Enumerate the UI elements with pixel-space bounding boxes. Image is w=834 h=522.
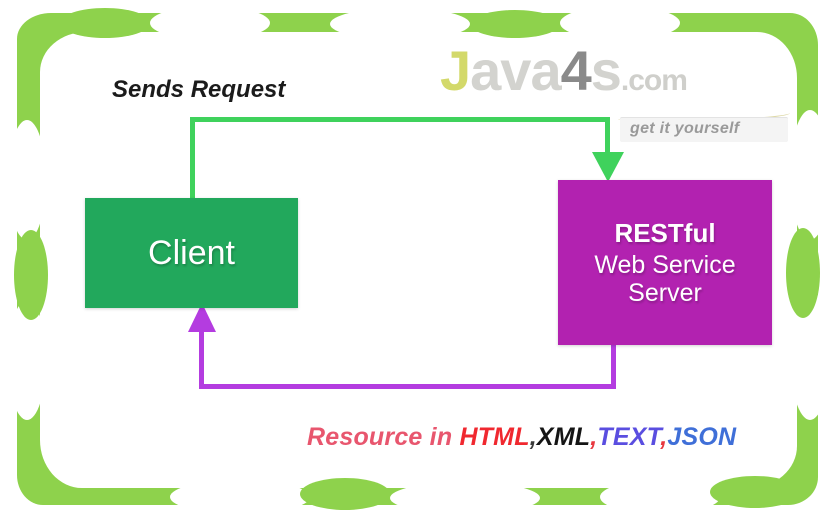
response-arrow-right-segment [611, 345, 616, 389]
frame-wave-top-3 [560, 6, 680, 40]
frame-wave-bottom-1 [170, 480, 310, 514]
node-restful-web-service-server[interactable]: RESTful Web Service Server [558, 180, 772, 345]
watermark-letter-j: J [440, 39, 471, 102]
frame-wave-bottom-2 [390, 482, 540, 514]
request-arrow-right-segment [605, 117, 610, 157]
caption-format-json: JSON [667, 423, 737, 451]
frame-wave-bottom-3 [600, 480, 720, 514]
frame-wave-left-1 [8, 120, 46, 240]
java4s-watermark: Java4s.com [440, 43, 688, 99]
frame-bulge-bottom-right [710, 476, 800, 508]
frame-wave-top-1 [150, 6, 270, 40]
response-arrow-horizontal-segment [199, 384, 616, 389]
watermark-tagline: get it yourself [630, 120, 740, 137]
frame-bulge-left [14, 230, 48, 320]
caption-format-html: HTML [459, 423, 530, 451]
watermark-dotcom: .com [620, 64, 688, 97]
node-server-label-line2: Web Service [594, 251, 736, 279]
frame-wave-right-1 [790, 110, 830, 240]
request-arrowhead-icon [592, 152, 624, 182]
node-client[interactable]: Client [85, 198, 298, 308]
node-client-label: Client [148, 233, 235, 272]
node-server-label-line1: RESTful [614, 218, 716, 248]
caption-prefix: Resource in [307, 423, 460, 451]
caption-comma-1: , [529, 423, 537, 451]
frame-wave-top-2 [330, 8, 470, 40]
frame-bulge-right [786, 228, 820, 318]
frame-wave-left-2 [8, 300, 46, 420]
caption-format-xml: XML [536, 423, 591, 451]
node-server-label-line3: Server [628, 279, 702, 307]
caption-comma-3: , [660, 423, 668, 451]
tagline-plate [620, 117, 788, 142]
resource-formats-caption: Resource in HTML,XML,TEXT,JSON [307, 423, 736, 452]
watermark-text-ava: ava [470, 39, 561, 102]
caption-format-text: TEXT [597, 423, 661, 451]
frame-bulge-top-right [470, 10, 560, 38]
caption-comma-2: , [590, 423, 598, 451]
frame-bulge-bottom-left [300, 478, 390, 510]
response-arrow-left-segment [199, 330, 204, 389]
watermark-letter-s: s [590, 39, 622, 102]
watermark-digit-4: 4 [560, 39, 592, 102]
request-arrow-horizontal-segment [190, 117, 610, 122]
request-arrow-left-segment [190, 117, 195, 201]
sends-request-label: Sends Request [112, 76, 286, 103]
frame-bulge-top-left [60, 8, 150, 38]
